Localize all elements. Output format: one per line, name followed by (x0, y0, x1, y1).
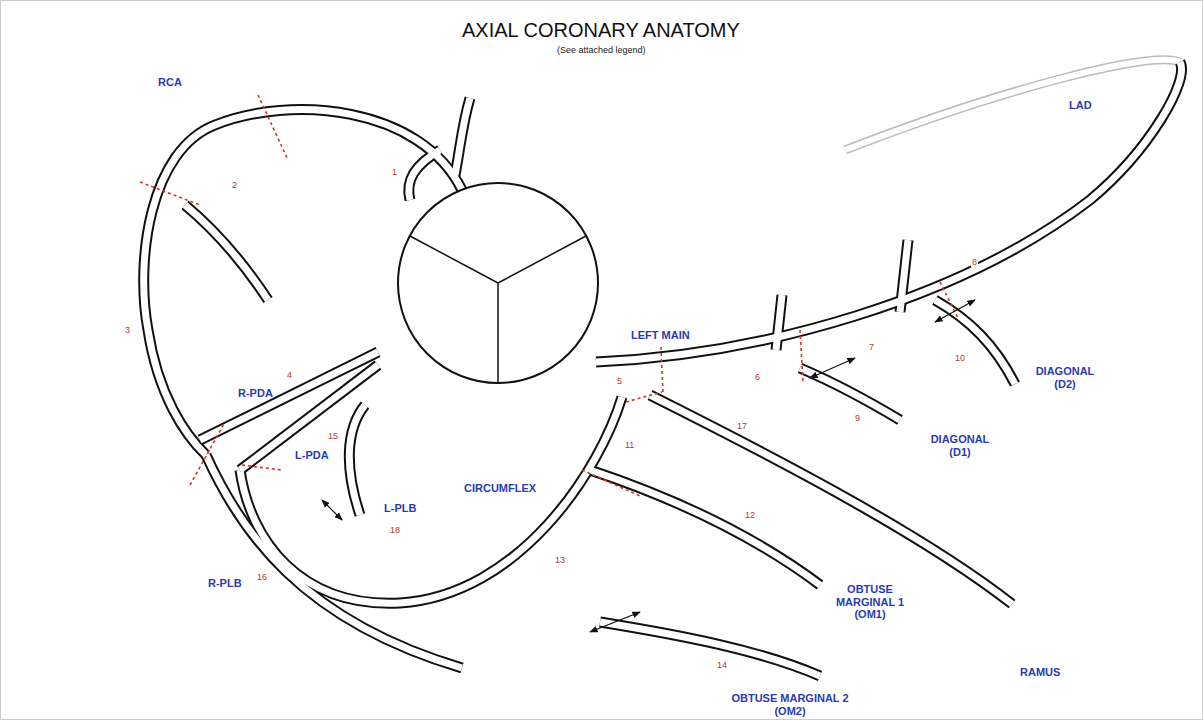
vessel-label: RCA (158, 76, 182, 89)
callout-number: 7 (868, 342, 875, 352)
callout-number: 10 (954, 353, 966, 363)
vessel-label: L-PDA (295, 449, 329, 462)
vessel-label: CIRCUMFLEX (464, 482, 536, 495)
aortic-valve-lines (410, 236, 586, 383)
callout-number: 16 (256, 572, 268, 582)
origin-arrows (322, 300, 975, 632)
vessel-lumens (144, 62, 1182, 676)
vessel-label: LEFT MAIN (631, 329, 690, 342)
segment-boundaries (140, 95, 958, 496)
vessel-label: L-PLB (384, 502, 416, 515)
vessel-label: R-PLB (208, 577, 242, 590)
callout-number: 2 (231, 180, 238, 190)
vessel-label: OBTUSE MARGINAL 1 (OM1) (829, 583, 911, 621)
callout-number: 13 (554, 555, 566, 565)
callout-number: 12 (744, 510, 756, 520)
callout-number: 15 (327, 431, 339, 441)
aortic-root (398, 183, 598, 383)
callout-number: 18 (389, 525, 401, 535)
vessel-label: RAMUS (1020, 666, 1060, 679)
callout-number: 9 (854, 413, 861, 423)
callout-number: 14 (716, 660, 728, 670)
callout-number: 17 (736, 421, 748, 431)
callout-number: 1 (391, 167, 398, 177)
diagram-title: AXIAL CORONARY ANATOMY (462, 19, 740, 42)
vessel-label: R-PDA (238, 387, 273, 400)
vessel-label: DIAGONAL (D2) (1030, 365, 1100, 390)
lad-apical-outline (845, 60, 1180, 150)
callout-number: 4 (286, 370, 293, 380)
vessel-walls (144, 62, 1182, 676)
lad-apical-lumen (845, 60, 1180, 150)
callout-number: 3 (124, 325, 131, 335)
callout-number: 8 (971, 257, 978, 267)
callout-number: 11 (624, 440, 635, 450)
diagram-caption: (See attached legend) (557, 45, 646, 55)
vessel-label: DIAGONAL (D1) (925, 433, 995, 458)
callout-number: 6 (754, 372, 761, 382)
vessel-label: LAD (1069, 99, 1092, 112)
callout-number: 5 (616, 376, 623, 386)
vessel-label: OBTUSE MARGINAL 2 (OM2) (725, 692, 855, 717)
